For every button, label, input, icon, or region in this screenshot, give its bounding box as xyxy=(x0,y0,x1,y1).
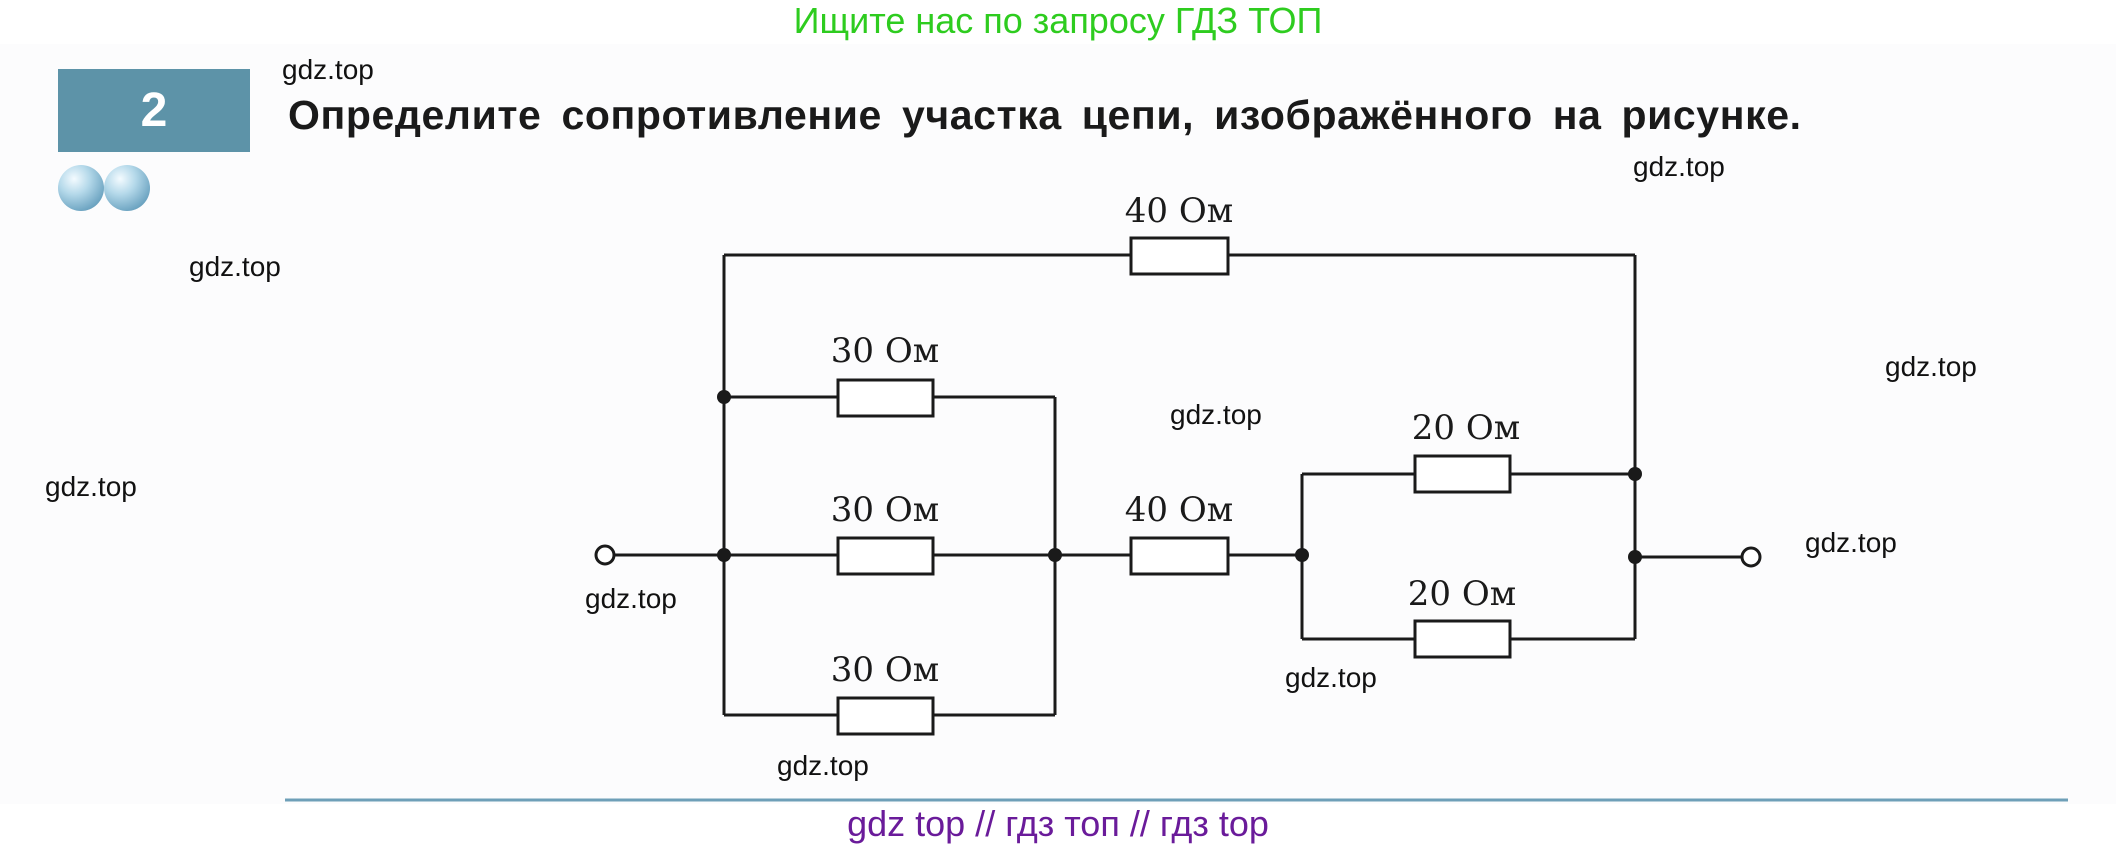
watermark: gdz.top xyxy=(1805,527,1897,558)
task-text: Определите сопротивление участка цепи, и… xyxy=(288,92,1802,138)
junction-dot xyxy=(717,548,731,562)
output-terminal xyxy=(1740,546,1762,568)
input-terminal xyxy=(594,544,616,566)
task-number-badge: 2 xyxy=(58,69,250,152)
resistor-label-right-2: 20 Ом xyxy=(1408,574,1516,614)
watermark: gdz.top xyxy=(1885,351,1977,382)
resistor-left-1 xyxy=(836,378,935,418)
task-number: 2 xyxy=(140,84,168,137)
textbook-page xyxy=(0,44,2116,804)
watermark: gdz.top xyxy=(585,583,677,614)
resistor-right-1 xyxy=(1413,454,1512,494)
watermark: gdz.top xyxy=(45,471,137,502)
difficulty-indicator xyxy=(58,163,154,213)
junction-dot xyxy=(717,390,731,404)
watermark: gdz.top xyxy=(1170,399,1262,430)
junction-dot xyxy=(1295,548,1309,562)
resistor-label-top: 40 Ом xyxy=(1125,191,1233,231)
difficulty-dot-icon xyxy=(104,165,150,211)
resistor-right-2 xyxy=(1413,619,1512,659)
watermark: gdz.top xyxy=(777,750,869,781)
resistor-left-2 xyxy=(836,536,935,576)
top-banner: Ищите нас по запросу ГДЗ ТОП xyxy=(793,0,1323,41)
watermark: gdz.top xyxy=(1633,151,1725,182)
resistor-label-right-1: 20 Ом xyxy=(1412,408,1520,448)
resistor-top xyxy=(1129,236,1230,276)
watermark: gdz.top xyxy=(189,251,281,282)
circuit-wires xyxy=(614,253,1742,717)
resistor-label-middle: 40 Ом xyxy=(1125,490,1233,530)
junction-dot xyxy=(1628,467,1642,481)
resistor-middle xyxy=(1129,536,1230,576)
junction-dot xyxy=(1628,550,1642,564)
bottom-banner: gdz top // гдз топ // гдз top xyxy=(847,803,1269,844)
watermark: gdz.top xyxy=(1285,662,1377,693)
difficulty-dot-icon xyxy=(58,165,104,211)
junction-dot xyxy=(1048,548,1062,562)
resistor-label-left-1: 30 Ом xyxy=(831,331,939,371)
resistor-label-left-3: 30 Ом xyxy=(831,650,939,690)
resistor-left-3 xyxy=(836,696,935,736)
resistor-label-left-2: 30 Ом xyxy=(831,490,939,530)
watermark: gdz.top xyxy=(282,54,374,85)
